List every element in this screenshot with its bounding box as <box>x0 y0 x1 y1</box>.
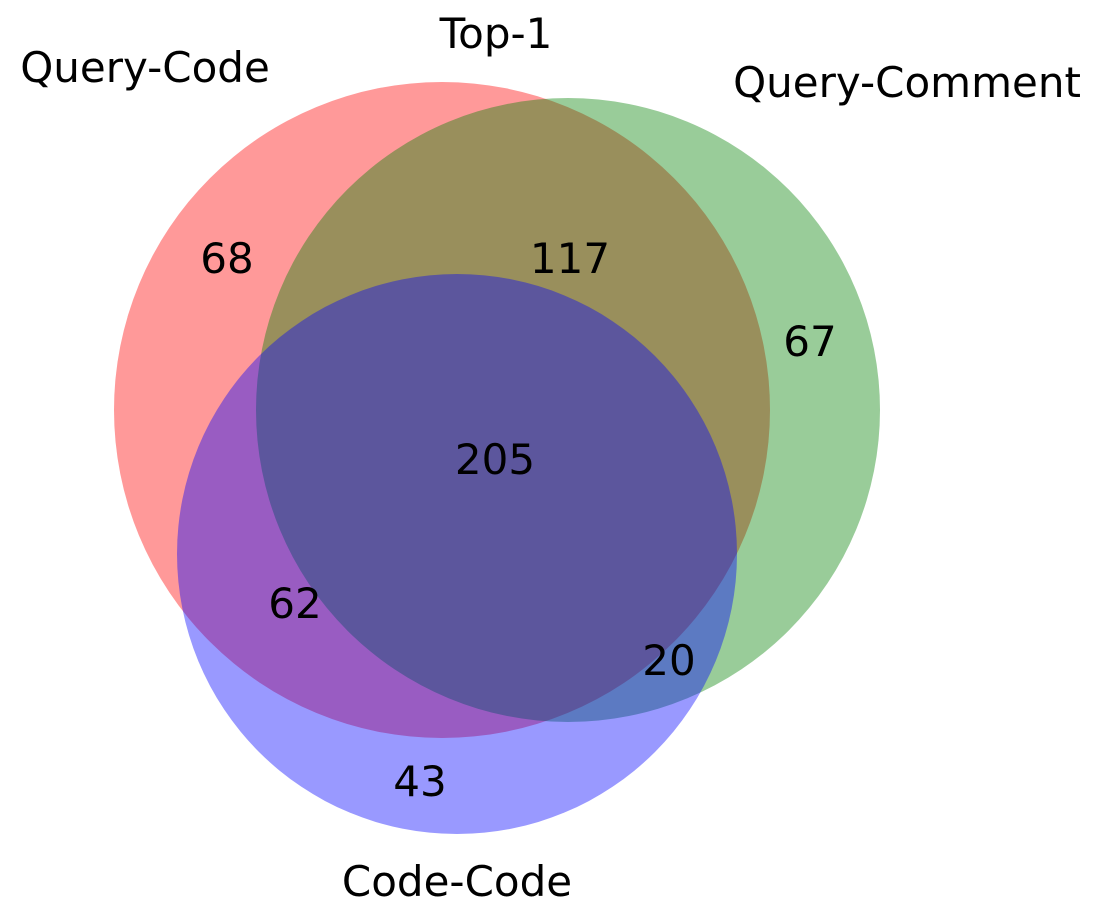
circle-query-comment <box>256 98 880 722</box>
region-query-comment-only: 67 <box>783 317 836 366</box>
region-query-code-query-comment: 117 <box>530 234 610 283</box>
region-query-comment-code-code: 20 <box>642 636 695 685</box>
circle-code-code <box>177 274 737 834</box>
set-label-query-comment: Query-Comment <box>733 58 1081 107</box>
region-query-code-only: 68 <box>200 234 253 283</box>
region-all-three: 205 <box>455 435 535 484</box>
set-circles <box>114 82 880 834</box>
set-label-query-code: Query-Code <box>20 43 270 92</box>
diagram-title: Top-1 <box>439 9 553 58</box>
region-query-code-code-code: 62 <box>268 579 321 628</box>
set-label-code-code: Code-Code <box>342 857 572 906</box>
region-code-code-only: 43 <box>393 757 446 806</box>
circle-query-code <box>114 82 770 738</box>
